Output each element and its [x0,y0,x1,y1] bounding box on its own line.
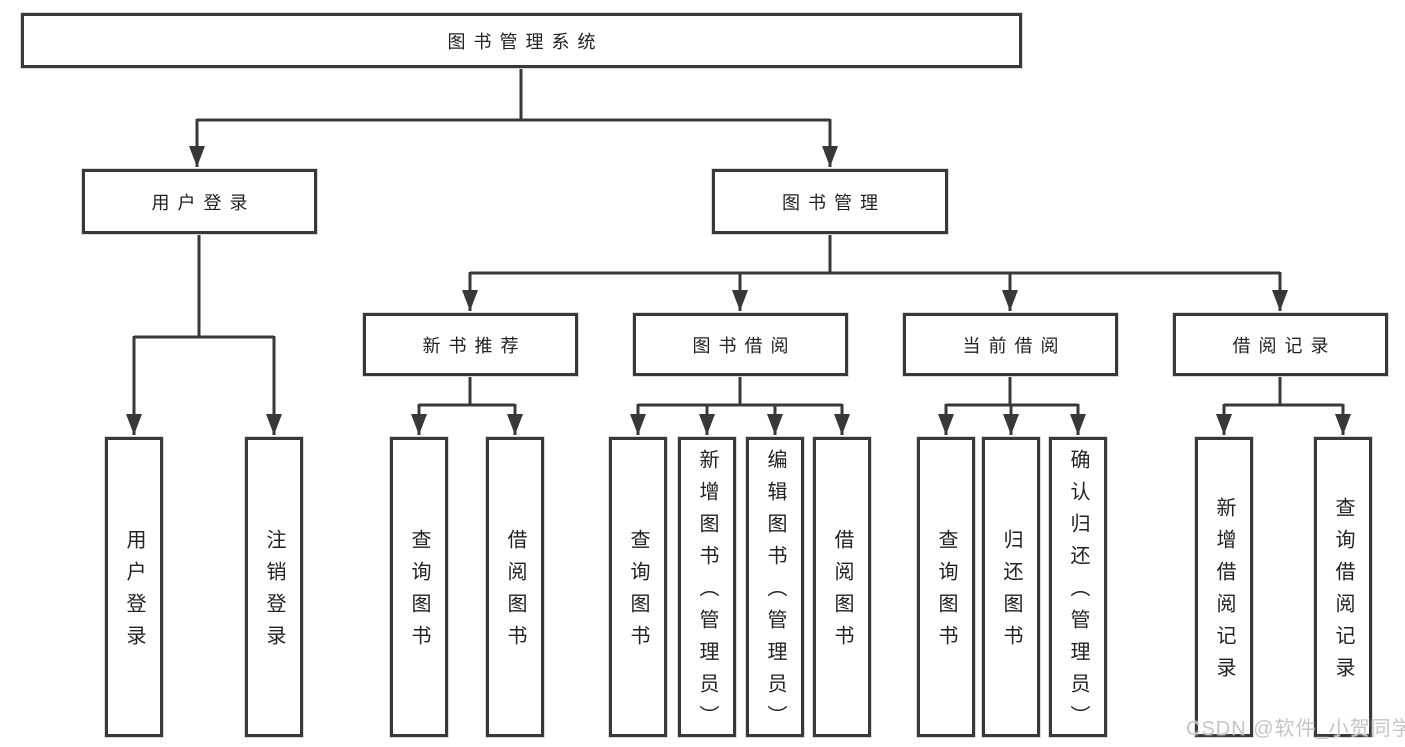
leaf-query-books-current: 查询图书 [917,437,975,737]
leaf-query-books-recommend: 查询图书 [390,437,448,737]
node-label: 用户登录 [151,192,256,213]
leaf-query-borrow-record: 查询借阅记录 [1314,437,1372,737]
node-book-management: 图书管理 [712,169,948,234]
leaf-add-book-admin: 新增图书（管理员） [678,437,736,737]
leaf-borrow-books: 借阅图书 [813,437,871,737]
node-library-management-system: 图书管理系统 [21,13,1022,68]
leaf-label: 确认归还（管理员） [1067,449,1089,737]
node-label: 图书管理 [782,192,886,213]
leaf-return-book: 归还图书 [982,437,1040,737]
node-current-borrowing: 当前借阅 [903,313,1118,376]
node-label: 当前借阅 [962,335,1067,356]
node-book-borrowing: 图书借阅 [633,313,848,376]
node-user-login: 用户登录 [82,169,317,234]
leaf-label: 查询图书 [408,529,430,657]
leaf-label: 新增借阅记录 [1213,497,1235,689]
node-label: 图书借阅 [692,335,797,356]
csdn-watermark: CSDN @软件_小贺同学 [1186,718,1405,740]
leaf-edit-book-admin: 编辑图书（管理员） [746,437,804,737]
leaf-add-borrow-record: 新增借阅记录 [1195,437,1253,737]
leaf-label: 归还图书 [1000,529,1022,657]
leaf-logout: 注销登录 [245,437,303,737]
leaf-label: 查询借阅记录 [1332,497,1354,689]
leaf-confirm-return-admin: 确认归还（管理员） [1049,437,1107,737]
leaf-label: 新增图书（管理员） [696,449,718,737]
node-borrowing-records: 借阅记录 [1173,313,1388,376]
leaf-label: 查询图书 [627,529,649,657]
node-label: 新书推荐 [422,335,527,356]
leaf-user-login: 用户登录 [105,437,163,737]
leaf-label: 编辑图书（管理员） [764,449,786,737]
leaf-label: 借阅图书 [831,529,853,657]
leaf-label: 用户登录 [123,529,145,657]
leaf-borrow-books-recommend: 借阅图书 [486,437,544,737]
leaf-label: 借阅图书 [504,529,526,657]
node-new-book-recommend: 新书推荐 [363,313,578,376]
node-label: 图书管理系统 [447,31,604,52]
node-label: 借阅记录 [1232,335,1337,356]
leaf-label: 注销登录 [263,529,285,657]
leaf-label: 查询图书 [935,529,957,657]
leaf-query-books-borrowing: 查询图书 [609,437,667,737]
